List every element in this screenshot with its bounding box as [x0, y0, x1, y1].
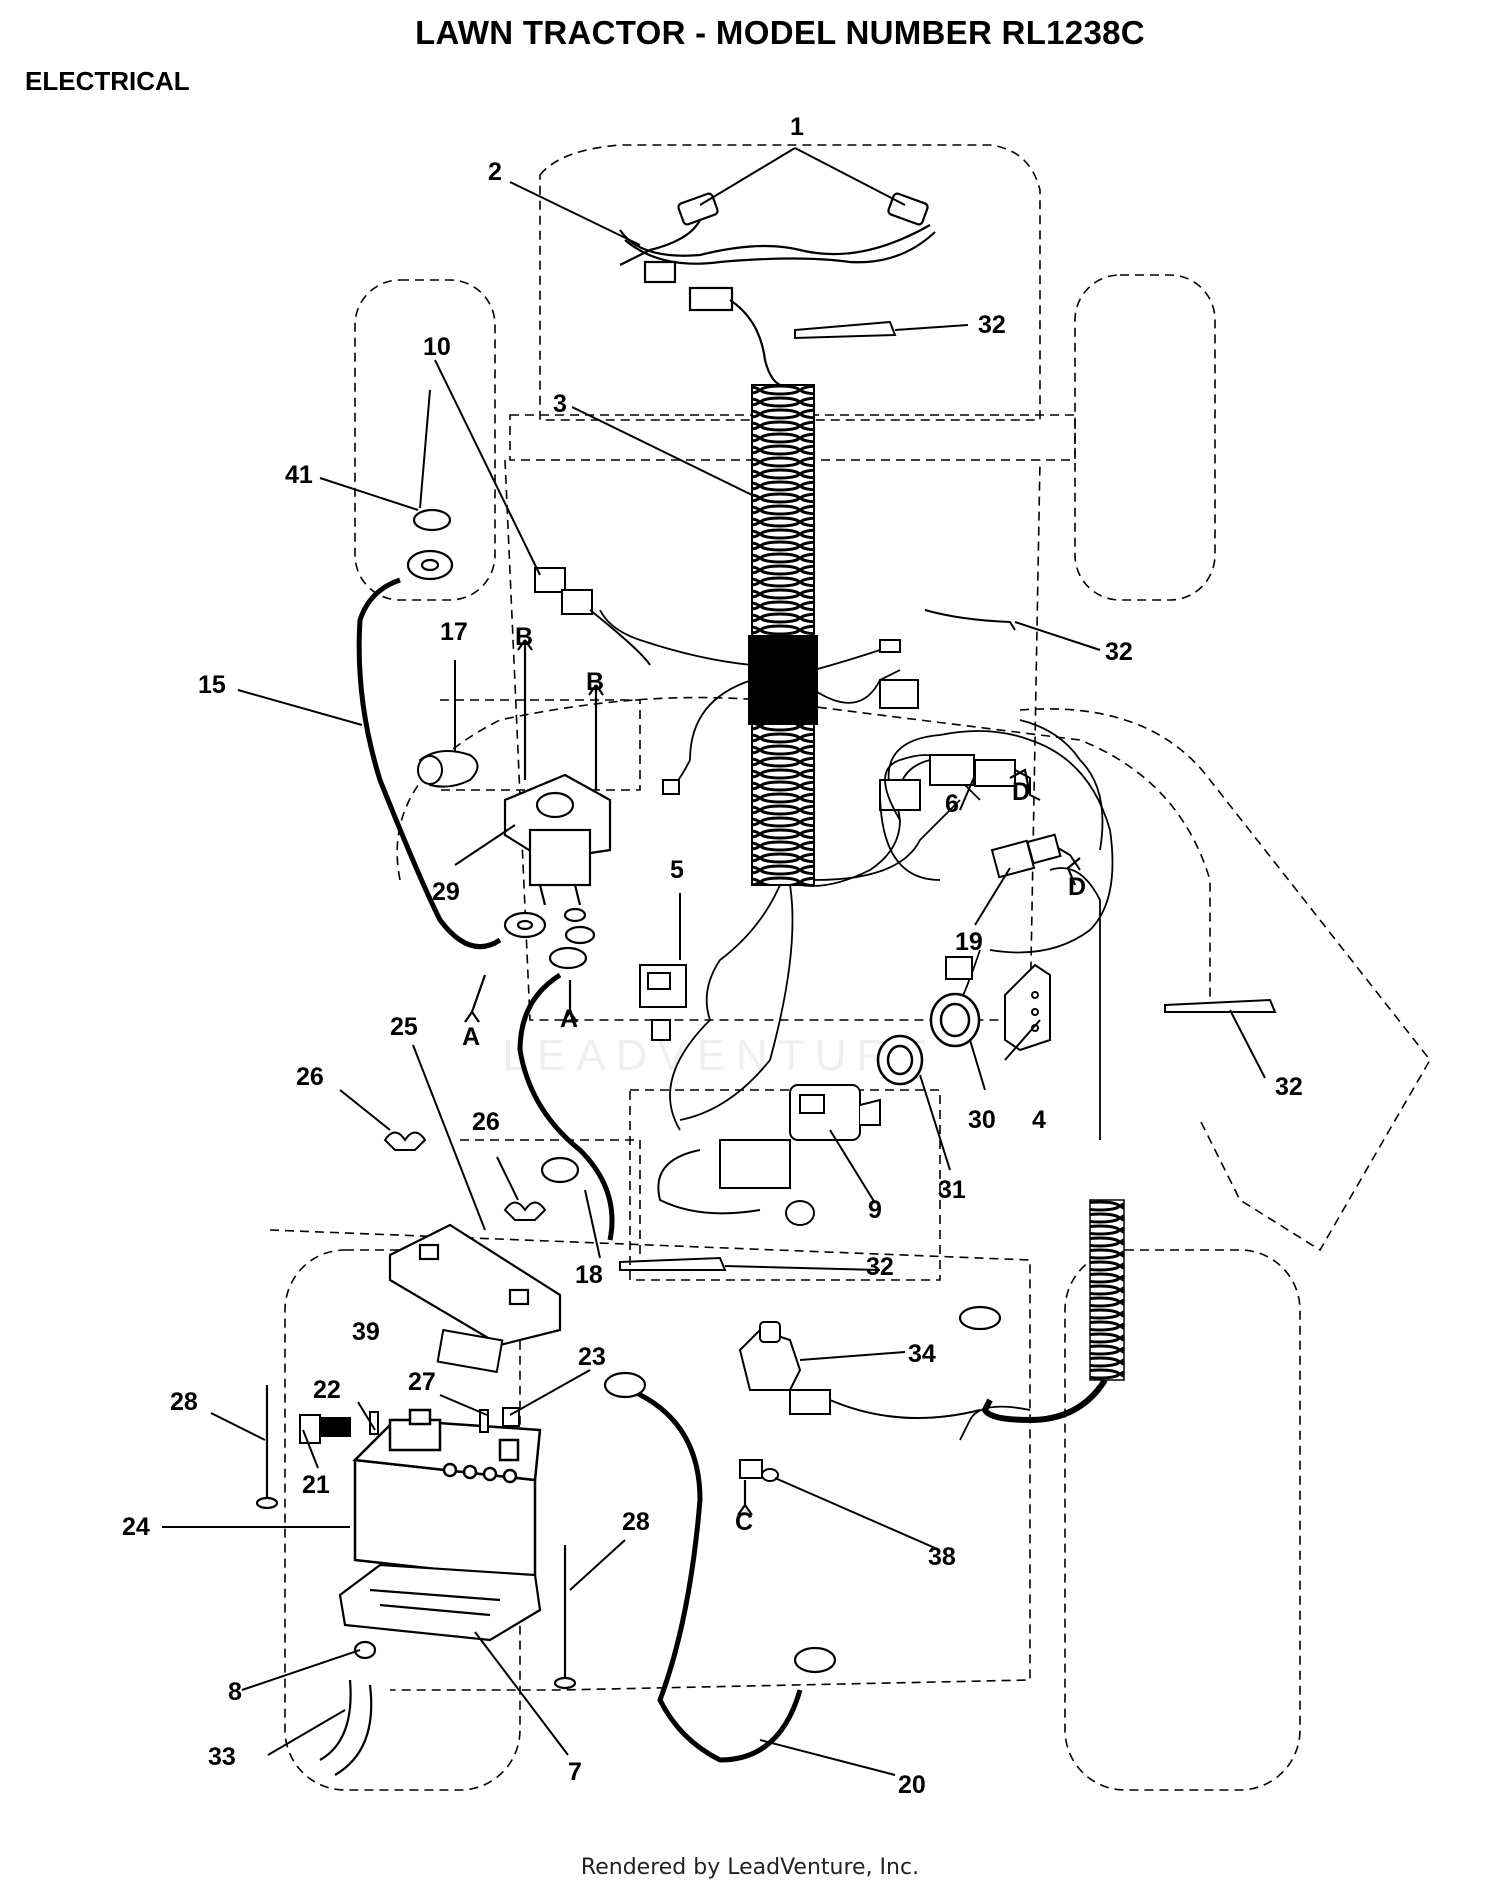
pad-39 [436, 1328, 504, 1374]
callout-25: 25 [390, 1013, 418, 1041]
callout-38: 38 [928, 1543, 956, 1571]
rendered-by-footer: Rendered by LeadVenture, Inc. [580, 1855, 920, 1880]
callout-33: 33 [208, 1743, 236, 1771]
front-right-wheel [1074, 274, 1216, 601]
callout-39: 39 [352, 1318, 380, 1346]
callout-4: 4 [1032, 1106, 1046, 1134]
cable-ties-32 [619, 320, 1277, 1271]
relay-34 [738, 1321, 981, 1419]
callout-7: 7 [568, 1758, 582, 1786]
cable-15 [356, 577, 502, 950]
callout-leader-lines [162, 147, 1266, 1776]
callout-15: 15 [198, 671, 226, 699]
callout-30: 30 [968, 1106, 996, 1134]
dash-panel-outline [509, 414, 1076, 461]
connection-marker-labels: B B A A C D D [462, 623, 1086, 1536]
fender-outline [396, 696, 1211, 1000]
callout-1: 1 [790, 113, 804, 141]
cable-18 [517, 972, 615, 1241]
battery-terminal-hardware [299, 1407, 520, 1444]
bracket-38 [739, 1459, 779, 1482]
callout-22: 22 [313, 1376, 341, 1404]
marker-c: C [735, 1508, 753, 1536]
pto-switch-5 [639, 964, 687, 1041]
marker-d-upper: D [1012, 778, 1030, 806]
callout-18: 18 [575, 1261, 603, 1289]
battery-tray-7 [338, 1563, 542, 1642]
callout-24: 24 [122, 1513, 150, 1541]
callout-3: 3 [553, 390, 567, 418]
grommets-30-31 [876, 992, 981, 1086]
callout-27: 27 [408, 1368, 436, 1396]
key-17 [417, 750, 479, 788]
seat-area [460, 1139, 641, 1260]
callout-6: 6 [945, 790, 959, 818]
callout-labels: 1 2 3 4 5 6 7 8 9 10 15 17 18 19 20 21 2… [122, 113, 1303, 1799]
callout-41: 41 [285, 461, 313, 489]
terminal-ring-harness [958, 1305, 1002, 1331]
callout-32-mid: 32 [1105, 638, 1133, 666]
callout-29: 29 [432, 878, 460, 906]
callout-32-bottom: 32 [866, 1253, 894, 1281]
battery-24 [352, 1408, 542, 1582]
connector-near-19 [945, 956, 973, 980]
hood-outline [539, 144, 1041, 421]
marker-b-left: B [515, 623, 533, 651]
marker-a-left: A [462, 1023, 480, 1051]
lamp-switch-4 [1004, 963, 1051, 1052]
callout-19: 19 [955, 928, 983, 956]
page-title: LAWN TRACTOR - MODEL NUMBER RL1238C [415, 14, 1145, 51]
terminal-ring-18 [540, 907, 596, 1184]
callout-26-right: 26 [472, 1108, 500, 1136]
wiring-harness-coil [599, 384, 1114, 1131]
rear-right-wheel [1064, 1249, 1301, 1791]
section-label: ELECTRICAL [25, 66, 190, 96]
headlight-harness [619, 192, 936, 386]
callout-31: 31 [938, 1176, 966, 1204]
connection-marker-symbols [464, 639, 1081, 1516]
bolts-28 [255, 1385, 577, 1690]
terminal-ring-15 [406, 549, 547, 939]
ground-harness-coil [959, 1199, 1125, 1441]
callout-8: 8 [228, 1678, 242, 1706]
wing-nuts-26 [383, 1131, 547, 1221]
callout-21: 21 [302, 1471, 330, 1499]
callout-5: 5 [670, 856, 684, 884]
callout-2: 2 [488, 158, 502, 186]
marker-d-lower: D [1068, 873, 1086, 901]
connector-10 [534, 567, 651, 666]
callout-28-left: 28 [170, 1388, 198, 1416]
battery-holddown-25 [388, 1223, 562, 1347]
callout-26-left: 26 [296, 1063, 324, 1091]
rear-left-wheel [284, 1249, 521, 1791]
watermark-text: LEADVENTURE [502, 1031, 937, 1080]
cable-20 [629, 1387, 803, 1763]
callout-34: 34 [908, 1340, 936, 1368]
ignition-switch-6 [929, 754, 1041, 801]
rear-fender-right [1019, 708, 1431, 1252]
hose-33-clamp-8 [319, 1640, 377, 1776]
callout-32-right: 32 [1275, 1073, 1303, 1101]
marker-b-right: B [586, 668, 604, 696]
module-cluster [657, 1139, 815, 1226]
marker-a-right: A [560, 1005, 578, 1033]
callout-10: 10 [423, 333, 451, 361]
callout-32-top: 32 [978, 311, 1006, 339]
solenoid-29 [503, 773, 612, 906]
callout-20: 20 [898, 1771, 926, 1799]
terminal-ring-20 [603, 1371, 837, 1674]
callout-9: 9 [868, 1196, 882, 1224]
washer-41 [412, 508, 452, 532]
callout-28-right: 28 [622, 1508, 650, 1536]
seat-switch-19 [990, 833, 1081, 879]
deck-outline [629, 1089, 941, 1281]
regulator-9 [789, 1084, 881, 1141]
callout-17: 17 [440, 618, 468, 646]
callout-23: 23 [578, 1343, 606, 1371]
